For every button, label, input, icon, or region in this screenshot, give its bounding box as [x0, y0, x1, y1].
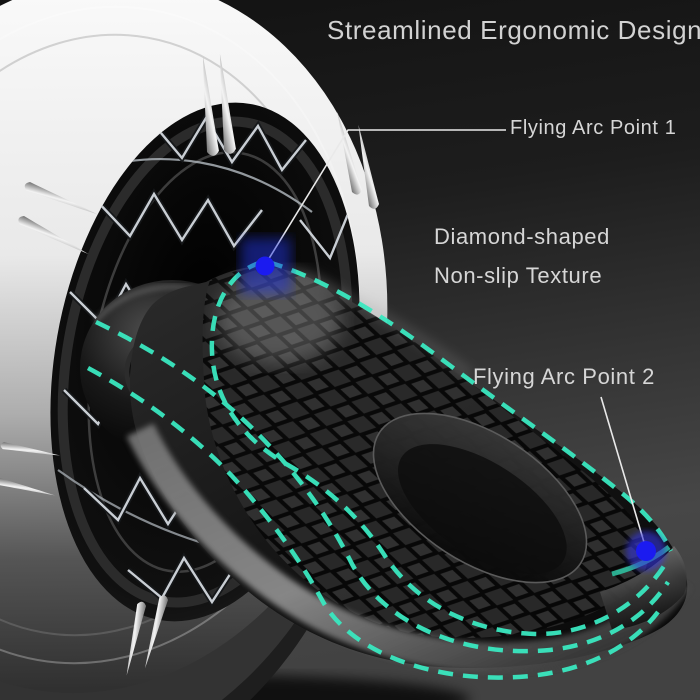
- arc-guide-bulb-inner: [209, 259, 666, 637]
- ergonomic-handle: [126, 266, 691, 673]
- callout-label-point2: Flying Arc Point 2: [473, 364, 655, 389]
- arc-guide-top-edge: [267, 259, 674, 552]
- handle-smooth-inset: [372, 412, 588, 584]
- handle-grip-bulb-highlight: [218, 272, 342, 364]
- callout-texture-line2: Non-slip Texture: [434, 263, 603, 288]
- point1-leader-line: [264, 129, 506, 266]
- arc-point-2-marker: [626, 531, 666, 571]
- handle-near-edge: [126, 423, 691, 673]
- arc-guide-lines: [86, 259, 674, 680]
- page-title: Streamlined Ergonomic Design: [327, 15, 700, 45]
- callout-label-point1: Flying Arc Point 1: [510, 117, 677, 139]
- arc-guide-bottom-a: [95, 319, 670, 654]
- point2-leader-line: [600, 396, 647, 550]
- callout-leaders: [264, 129, 647, 550]
- arc-point-1-marker: [241, 238, 291, 294]
- arc-guide-bottom-b: [86, 366, 660, 680]
- callout-texture-line1: Diamond-shaped: [434, 224, 610, 249]
